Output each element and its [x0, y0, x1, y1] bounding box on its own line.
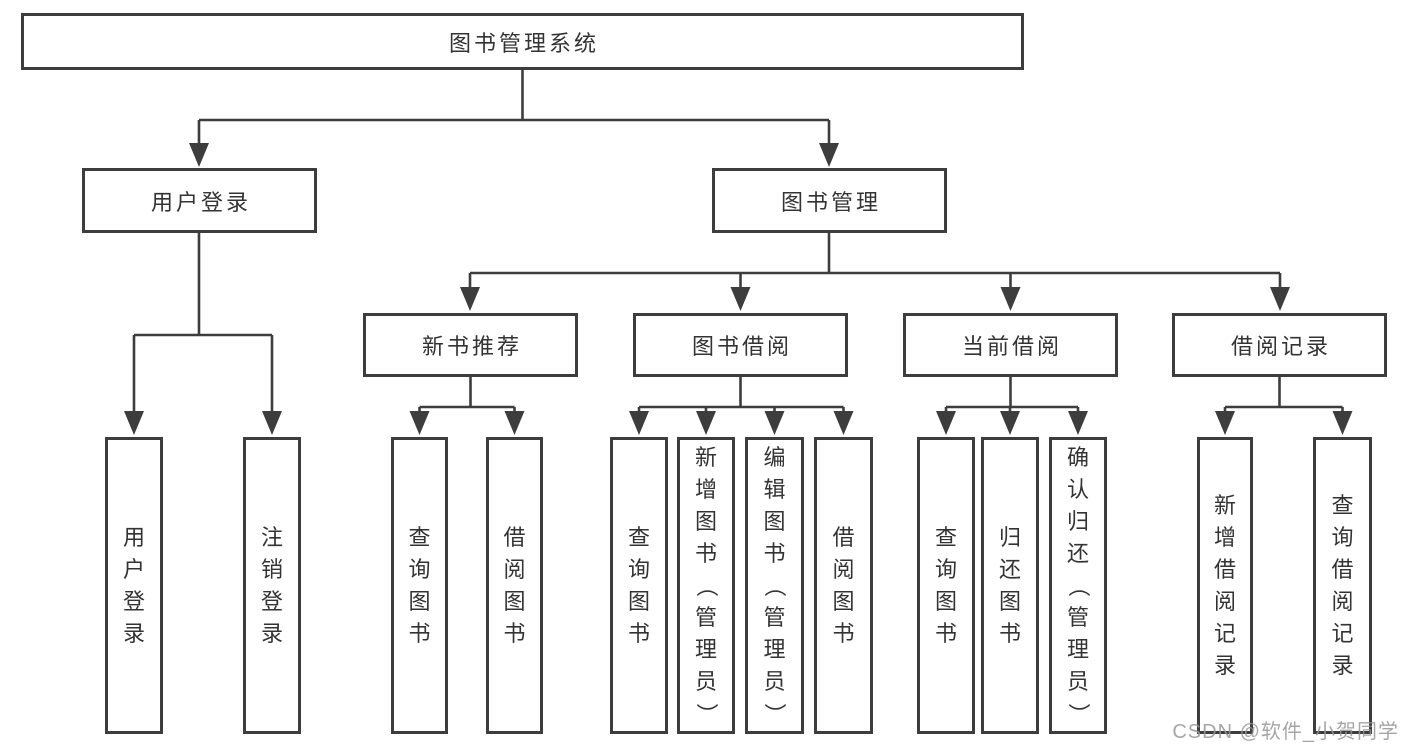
leaf-cb-query-books: 查询图书 — [917, 437, 975, 734]
leaf-nbr-borrow-books-label: 借阅图书 — [503, 524, 526, 646]
node-new-book-recommend-label: 新书推荐 — [421, 334, 522, 359]
node-book-management-label: 图书管理 — [780, 189, 881, 215]
leaf-user-login-label: 用户登录 — [122, 524, 145, 646]
leaf-logout-label: 注销登录 — [260, 524, 283, 646]
node-book-borrowing-label: 图书借阅 — [691, 334, 792, 359]
leaf-logout: 注销登录 — [243, 437, 301, 734]
leaf-bb-borrow-books: 借阅图书 — [814, 437, 873, 734]
node-current-borrowing: 当前借阅 — [903, 313, 1118, 377]
leaf-bb-query-books: 查询图书 — [610, 437, 668, 734]
leaf-user-login: 用户登录 — [105, 437, 163, 734]
arrowheads — [124, 143, 1353, 435]
leaf-cb-confirm-return-admin: 确认归还（管理员） — [1049, 437, 1107, 734]
node-borrowing-records-label: 借阅记录 — [1230, 334, 1331, 359]
csdn-watermark: CSDN @软件_小贺同学 — [1172, 721, 1399, 743]
leaf-nbr-query-books-label: 查询图书 — [408, 524, 431, 646]
leaf-bb-query-books-label: 查询图书 — [627, 524, 650, 646]
leaf-br-add-record-label: 新增借阅记录 — [1213, 492, 1236, 678]
node-book-management: 图书管理 — [712, 168, 947, 233]
node-book-borrowing: 图书借阅 — [633, 313, 848, 377]
node-new-book-recommend: 新书推荐 — [363, 313, 578, 377]
leaf-br-query-record: 查询借阅记录 — [1313, 437, 1372, 734]
node-user-login-label: 用户登录 — [150, 189, 251, 215]
leaf-bb-edit-books-admin-label: 编辑图书（管理员） — [762, 444, 788, 725]
leaf-cb-return-books: 归还图书 — [981, 437, 1039, 734]
leaf-nbr-query-books: 查询图书 — [391, 437, 448, 734]
node-root-label: 图书管理系统 — [448, 30, 599, 56]
leaf-nbr-borrow-books: 借阅图书 — [486, 437, 543, 734]
leaf-cb-return-books-label: 归还图书 — [998, 524, 1021, 646]
leaf-br-query-record-label: 查询借阅记录 — [1331, 492, 1354, 678]
node-current-borrowing-label: 当前借阅 — [961, 334, 1062, 359]
leaf-cb-query-books-label: 查询图书 — [934, 524, 957, 646]
leaf-bb-add-books-admin: 新增图书（管理员） — [677, 437, 735, 734]
leaf-br-add-record: 新增借阅记录 — [1197, 437, 1253, 734]
node-user-login: 用户登录 — [82, 168, 317, 233]
node-root: 图书管理系统 — [21, 13, 1024, 70]
leaf-cb-confirm-return-admin-label: 确认归还（管理员） — [1065, 444, 1091, 725]
leaf-bb-add-books-admin-label: 新增图书（管理员） — [693, 444, 719, 725]
leaf-bb-edit-books-admin: 编辑图书（管理员） — [745, 437, 804, 734]
node-borrowing-records: 借阅记录 — [1172, 313, 1387, 377]
leaf-bb-borrow-books-label: 借阅图书 — [832, 524, 855, 646]
